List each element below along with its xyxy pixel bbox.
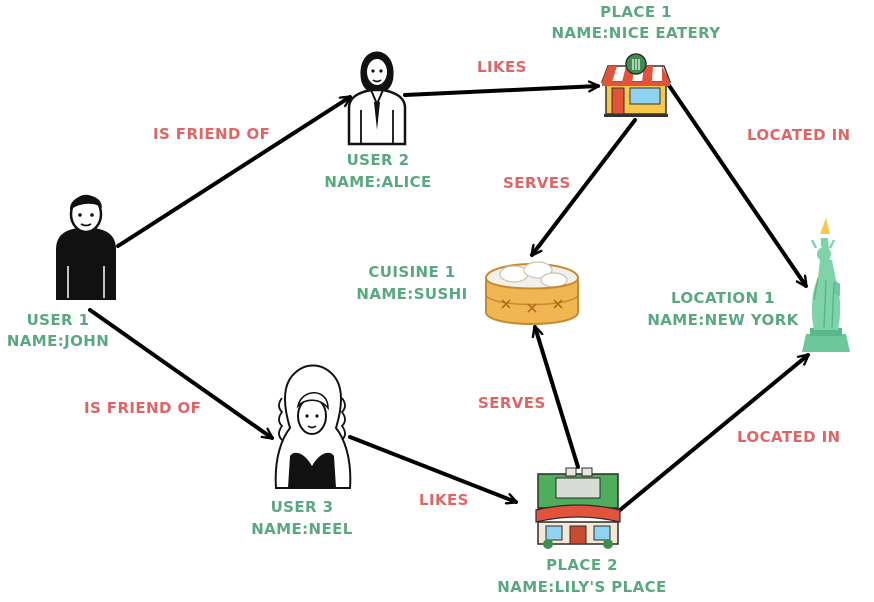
user-alice-icon: [347, 51, 407, 146]
edge-user2-place1: [403, 86, 598, 97]
edge-label-place2-cuisine1: SERVES: [478, 394, 546, 412]
edges: [88, 82, 810, 512]
edge-label-user3-place2: LIKES: [419, 491, 469, 509]
restaurant-icon: [535, 467, 621, 549]
edge-label-user1-user2: IS FRIEND OF: [153, 125, 270, 143]
node-label-user3-name: NAME:NEEL: [251, 520, 353, 538]
statue-of-liberty-icon: [802, 218, 850, 352]
node-label-location1-title: LOCATION 1: [671, 289, 775, 307]
shop-icon: [600, 53, 672, 117]
node-label-cuisine1-title: CUISINE 1: [368, 263, 455, 281]
node-label-place2-name: NAME:LILY'S PLACE: [497, 578, 666, 596]
node-label-location1-name: NAME:NEW YORK: [647, 311, 799, 329]
edge-label-place2-location1: LOCATED IN: [737, 428, 841, 446]
edge-place2-cuisine1: [535, 327, 580, 469]
dumpling-basket-icon: [485, 261, 579, 325]
node-label-place1-name: NAME:NICE EATERY: [551, 24, 721, 42]
node-label-user2-name: NAME:ALICE: [324, 173, 431, 191]
edge-place1-cuisine1: [530, 118, 637, 257]
node-labels: USER 1 NAME:JOHN USER 2 NAME:ALICE USER …: [7, 3, 799, 596]
node-label-user1-name: NAME:JOHN: [7, 332, 109, 350]
node-label-cuisine1-name: NAME:SUSHI: [356, 285, 467, 303]
node-label-place2-title: PLACE 2: [546, 556, 618, 574]
node-label-place1-title: PLACE 1: [600, 3, 672, 21]
edge-label-user1-user3: IS FRIEND OF: [84, 399, 201, 417]
edge-labels: IS FRIEND OF IS FRIEND OF LIKES LIKES SE…: [84, 58, 851, 509]
user-neel-icon: [274, 364, 352, 489]
edge-user1-user2: [116, 95, 350, 248]
node-label-user2-title: USER 2: [347, 151, 410, 169]
edge-user1-user3: [88, 308, 272, 440]
edge-label-place1-cuisine1: SERVES: [503, 174, 571, 192]
edge-place1-location1: [666, 82, 808, 286]
node-label-user1-title: USER 1: [27, 311, 90, 329]
edge-label-place1-location1: LOCATED IN: [747, 126, 851, 144]
edge-label-user2-place1: LIKES: [477, 58, 527, 76]
node-label-user3-title: USER 3: [271, 498, 334, 516]
edge-place2-location1: [618, 353, 810, 512]
user-john-icon: [56, 194, 116, 300]
edge-user3-place2: [348, 435, 516, 502]
